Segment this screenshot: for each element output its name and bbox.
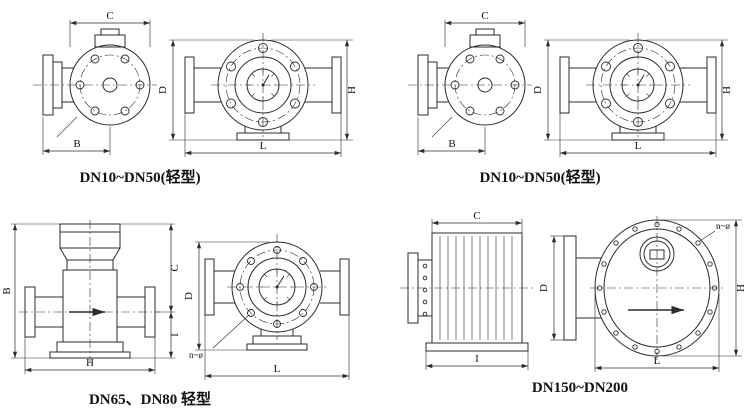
dim-label-b-1: B [73, 138, 80, 150]
side-view-meter-small: C B [33, 10, 157, 155]
dim-label-holes-3: n~ø [189, 350, 203, 360]
flange-bolt-holes [596, 221, 718, 355]
caption-group-3: DN65、DN80 轻型 [88, 392, 212, 408]
dim-label-h-1: H [346, 86, 358, 94]
dim-label-l-2: L [635, 140, 642, 152]
dim-label-b-2: B [448, 138, 455, 150]
front-view-meter-medium: D n~ø L [183, 234, 350, 380]
drawing-group-4: C I [400, 210, 747, 372]
dim-label-l-4: L [654, 355, 661, 367]
side-view-meter-medium: B C I H [1, 220, 181, 374]
caption-group-4: DN150~DN200 [531, 380, 629, 396]
dial-face [621, 68, 655, 102]
dim-label-h-4: H [735, 284, 747, 292]
caption-group-1: DN10~DN50(轻型) [79, 170, 201, 186]
dim-label-l-3: L [274, 363, 281, 375]
dim-label-d-4: D [538, 284, 550, 292]
front-view-meter-large: D H L n~ø [538, 216, 747, 372]
dim-label-h-3: H [86, 357, 94, 369]
dim-label-l-1: L [260, 140, 267, 152]
drawing-group-3: B C I H [1, 220, 350, 380]
front-view-meter-small: D H L [157, 33, 358, 157]
dim-label-i-3: I [169, 333, 181, 337]
dim-label-c-1: C [106, 10, 113, 22]
dim-label-h-2: H [721, 86, 733, 94]
dim-label-d-3: D [183, 292, 195, 300]
dial-face [246, 68, 280, 102]
dim-label-d-1: D [157, 86, 169, 94]
side-view-meter-large: C I [400, 210, 534, 370]
dim-label-c-2: C [481, 10, 488, 22]
drawing-group-2: C B [408, 10, 733, 157]
dim-label-c-4: C [473, 210, 480, 222]
side-view-meter-small: C B [408, 10, 532, 155]
counter-window [639, 236, 675, 272]
drawing-group-1: C B [33, 10, 358, 157]
dial-face [258, 268, 296, 306]
dim-label-d-2: D [532, 86, 544, 94]
front-view-meter-small: D H L [532, 33, 733, 157]
dim-label-holes-4: n~ø [716, 221, 730, 231]
dim-label-b-3: B [1, 287, 13, 294]
caption-group-2: DN10~DN50(轻型) [479, 170, 601, 186]
dim-label-c-3: C [169, 264, 181, 271]
dim-label-i-4: I [475, 353, 479, 365]
